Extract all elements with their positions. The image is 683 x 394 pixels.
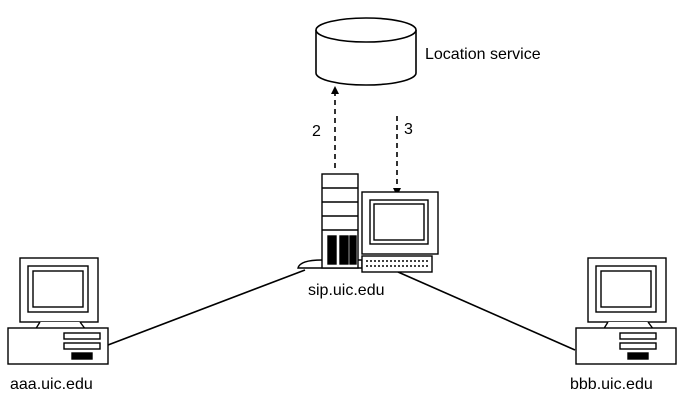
arrow-response-label: 3 (404, 121, 413, 138)
link-aaa-to-proxy (107, 269, 306, 346)
location-service-label: Location service (425, 46, 541, 63)
proxy-label: sip.uic.edu (308, 282, 385, 299)
client-right-computer-icon (575, 257, 677, 365)
client-right-label: bbb.uic.edu (570, 376, 653, 393)
arrow-query-label: 2 (312, 123, 321, 140)
client-left-label: aaa.uic.edu (10, 376, 93, 393)
location-service-database-icon (315, 17, 417, 86)
connection-lines (107, 269, 576, 351)
client-left-computer-icon (7, 257, 109, 365)
proxy-server-icon (297, 173, 439, 273)
link-proxy-to-bbb (397, 271, 576, 351)
